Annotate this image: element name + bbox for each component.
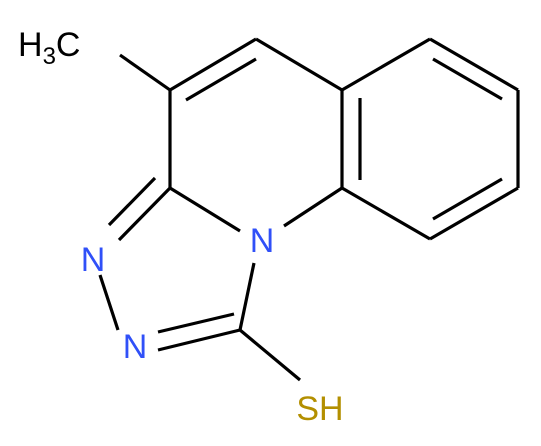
- bond: [341, 37, 431, 92]
- bond: [169, 186, 241, 233]
- bond: [429, 37, 519, 92]
- bond: [107, 176, 157, 227]
- bond: [432, 177, 503, 221]
- benzene-ring-bonds: [340, 37, 520, 241]
- methyl-label: H3C: [18, 26, 80, 70]
- bond: [157, 312, 235, 334]
- thiol-label: SH: [296, 390, 343, 428]
- bond: [238, 262, 256, 331]
- bond: [341, 186, 431, 241]
- bond: [117, 186, 172, 242]
- nitrogen-atom-label: N: [81, 241, 106, 279]
- bond: [169, 37, 257, 92]
- bond: [432, 57, 503, 101]
- triazole-ring-bonds: [98, 176, 256, 352]
- bond: [283, 186, 343, 228]
- bond: [238, 328, 302, 382]
- bond: [119, 53, 171, 92]
- nitrogen-atom-label: N: [123, 328, 148, 366]
- bond: [185, 57, 257, 102]
- bond: [255, 37, 343, 92]
- bond: [429, 186, 519, 241]
- pyridine-ring-bonds: [168, 37, 343, 233]
- bond: [98, 274, 120, 331]
- nitrogen-atom-label: N: [250, 222, 275, 260]
- bond: [157, 328, 241, 352]
